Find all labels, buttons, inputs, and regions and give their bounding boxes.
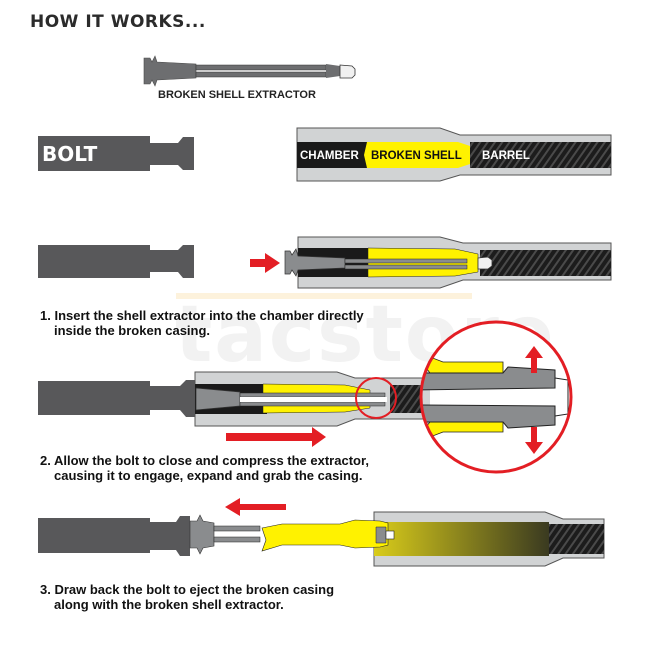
chamber-label: CHAMBER (300, 150, 359, 162)
bolt-illustration: BOLT (38, 136, 194, 171)
bolt-label: BOLT (42, 142, 98, 166)
watermark-bar (176, 293, 472, 299)
draw-back-arrow-icon (225, 498, 286, 516)
bolt-body (38, 245, 150, 278)
step-2-line-2: causing it to engage, expand and grab th… (54, 468, 363, 483)
step-2-line-1: 2. Allow the bolt to close and compress … (40, 453, 369, 468)
step-2-illustration (38, 371, 431, 447)
step-3-text: 3. Draw back the bolt to eject the broke… (40, 582, 334, 612)
step-1-line-2: inside the broken casing. (54, 323, 211, 338)
step-1-line-1: 1. Insert the shell extractor into the c… (40, 308, 364, 323)
barrel-illustration: CHAMBER BROKEN SHELL BARREL (296, 127, 612, 182)
broken-shell-label: BROKEN SHELL (371, 150, 462, 162)
step-2-text: 2. Allow the bolt to close and compress … (40, 453, 369, 483)
barrel-label: BARREL (482, 150, 530, 162)
close-bolt-arrow-icon (226, 427, 326, 447)
step-3-line-1: 3. Draw back the bolt to eject the broke… (40, 582, 335, 597)
expand-down-arrow-icon (525, 427, 543, 454)
extractor-illustration (143, 55, 356, 87)
page-title: HOW IT WORKS... (30, 12, 206, 32)
detail-highlight-circle (355, 377, 397, 419)
insert-arrow-icon (250, 253, 280, 273)
step-3-illustration (38, 498, 605, 567)
step-1-text: 1. Insert the shell extractor into the c… (40, 308, 364, 338)
expand-up-arrow-icon (525, 346, 543, 373)
step-3-line-2: along with the broken shell extractor. (54, 597, 284, 612)
magnified-detail (419, 320, 573, 474)
extractor-caption: BROKEN SHELL EXTRACTOR (158, 89, 316, 101)
step-1-illustration (38, 236, 612, 289)
